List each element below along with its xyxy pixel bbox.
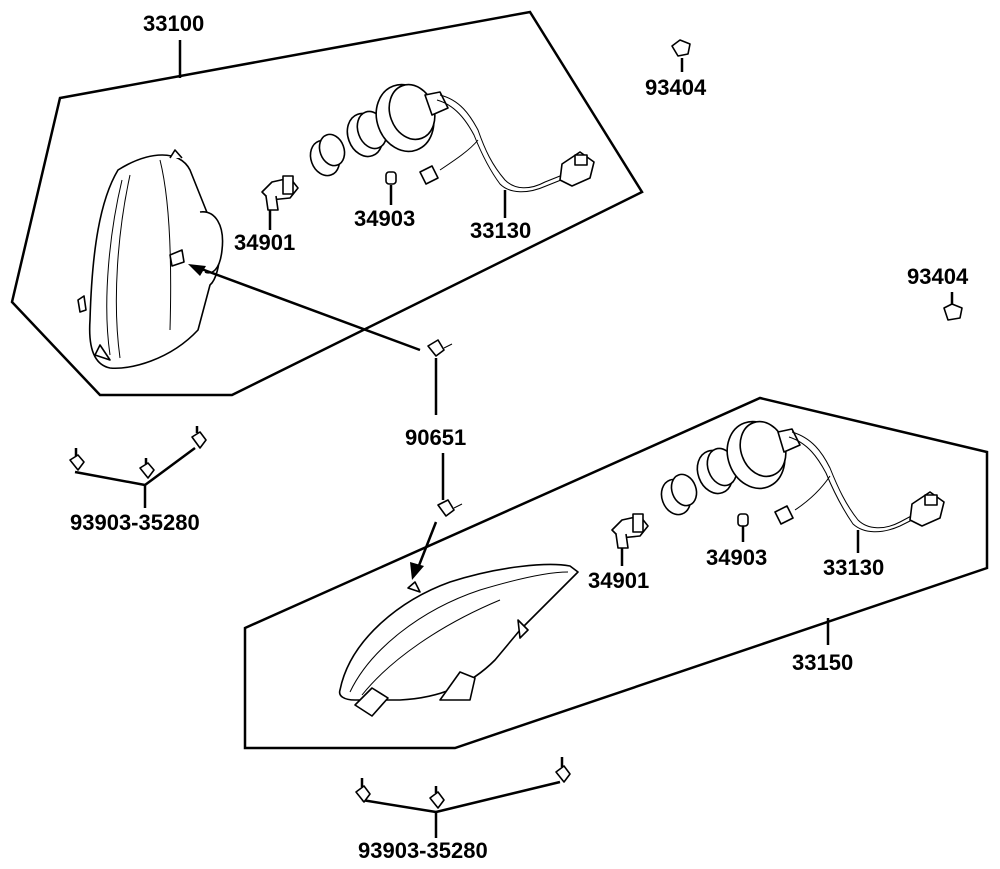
label-bolt: 90651 [405,425,467,450]
label-socket-upper: 33130 [470,218,532,243]
upper-assembly-outline [10,10,644,397]
upper-bulb [261,175,299,211]
label-clip-top: 93404 [645,75,707,100]
lower-assembly-outline [243,396,989,750]
label-headlight-assembly-lower: 33150 [792,650,854,675]
label-screws-left: 93903-35280 [70,510,200,535]
lower-bulb [611,513,649,549]
label-small-bulb-upper: 34903 [354,206,416,231]
clip-top [671,39,691,72]
clip-right [943,292,963,321]
bolt-lower [410,453,463,580]
label-clip-right: 93404 [907,264,969,289]
lower-socket-rings [660,420,801,516]
lower-headlamp [338,563,579,717]
label-small-bulb-lower: 34903 [706,545,768,570]
screws-left [69,426,207,508]
lower-harness [774,431,945,533]
label-bulb-lower: 34901 [588,568,650,593]
screws-bottom [355,757,571,838]
lower-small-bulb [737,513,749,527]
label-headlight-assembly: 33100 [143,11,205,36]
label-socket-lower: 33130 [823,555,885,580]
upper-headlamp [77,149,224,370]
upper-small-bulb [385,171,397,185]
label-screws-bottom: 93903-35280 [358,838,488,863]
upper-socket-rings [309,83,449,177]
bolt-upper [188,264,453,415]
label-bulb-upper: 34901 [234,230,296,255]
upper-harness [419,94,595,193]
